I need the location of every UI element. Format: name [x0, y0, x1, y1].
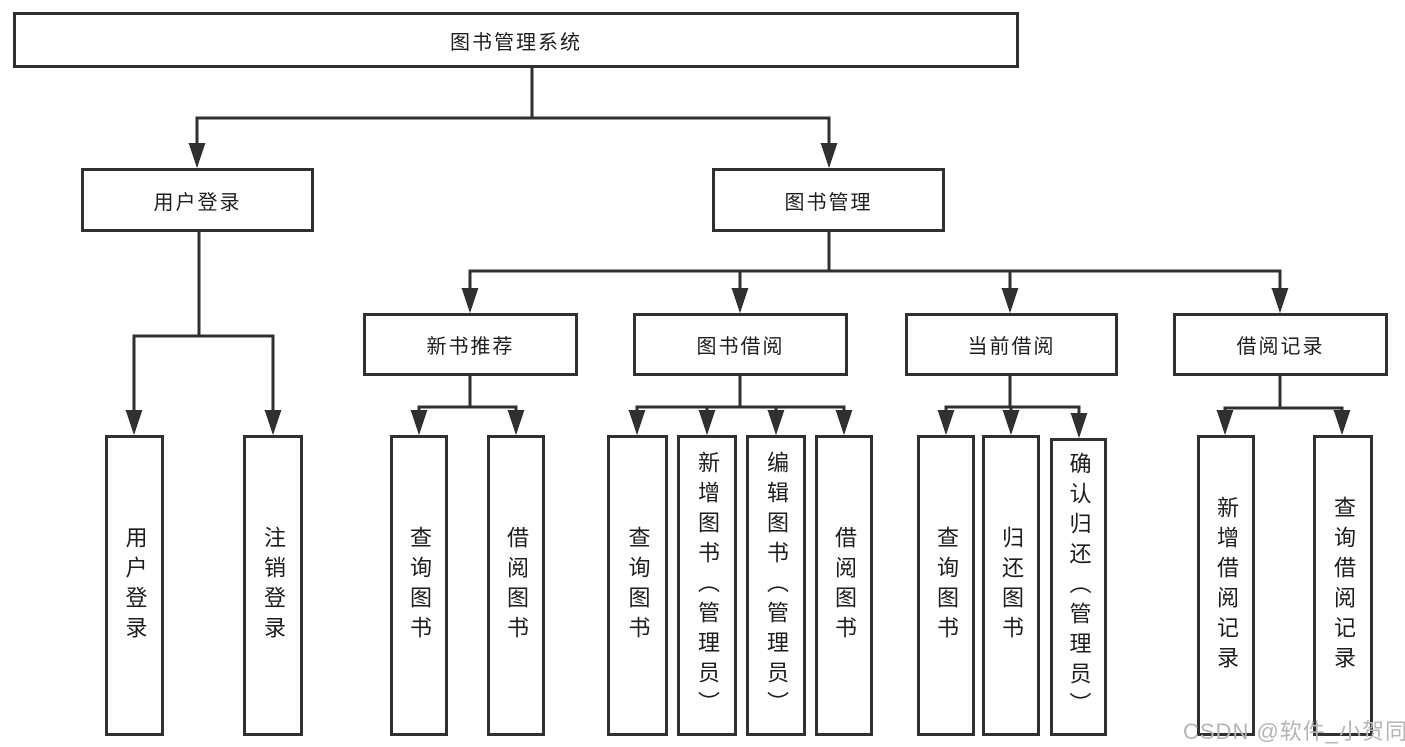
leaf-borrow-books-recommend-label: 借阅图书	[504, 525, 529, 646]
leaf-query-books-borrowing-label: 查询图书	[625, 525, 651, 646]
leaf-add-borrow-record: 新增借阅记录	[1197, 435, 1255, 736]
leaf-query-books-recommend-label: 查询图书	[407, 525, 432, 646]
leaf-confirm-return-admin-label: 确认归还（管理员）	[1066, 452, 1092, 722]
node-book-management: 图书管理	[712, 168, 945, 232]
connector-root-to-level2	[188, 68, 838, 168]
connector-user-login-to-leaves	[125, 232, 282, 435]
leaf-edit-books-admin-label: 编辑图书（管理员）	[764, 450, 789, 721]
node-new-book-recommendation: 新书推荐	[363, 313, 578, 376]
node-library-management-system-label: 图书管理系统	[450, 31, 582, 54]
leaf-user-login-label: 用户登录	[122, 525, 148, 646]
node-book-management-label: 图书管理	[784, 191, 873, 214]
node-library-management-system: 图书管理系统	[13, 12, 1019, 68]
connector-book-borrowing-to-leaves	[628, 376, 853, 435]
leaf-logout-label: 注销登录	[261, 525, 286, 646]
connector-new-book-recommendation-to-leaves	[410, 376, 525, 435]
leaf-add-books-admin-label: 新增图书（管理员）	[695, 450, 720, 721]
node-current-borrowing: 当前借阅	[905, 313, 1118, 376]
node-user-login: 用户登录	[81, 168, 314, 232]
connector-current-borrowing-to-leaves	[937, 376, 1088, 438]
leaf-query-books-recommend: 查询图书	[390, 435, 448, 736]
leaf-query-books-current: 查询图书	[917, 435, 975, 736]
node-current-borrowing-label: 当前借阅	[967, 336, 1056, 358]
leaf-borrow-books-borrowing-label: 借阅图书	[832, 525, 857, 646]
watermark-csdn: CSDN @软件_小贺同学	[1183, 719, 1405, 744]
leaf-return-books-label: 归还图书	[999, 525, 1024, 646]
leaf-query-books-borrowing: 查询图书	[607, 435, 668, 736]
leaf-borrow-books-borrowing: 借阅图书	[815, 435, 873, 736]
leaf-borrow-books-recommend: 借阅图书	[487, 435, 545, 736]
leaf-query-borrow-record: 查询借阅记录	[1313, 435, 1373, 736]
leaf-edit-books-admin: 编辑图书（管理员）	[746, 435, 806, 736]
leaf-query-books-current-label: 查询图书	[934, 525, 959, 646]
node-book-borrowing: 图书借阅	[633, 313, 848, 376]
leaf-add-borrow-record-label: 新增借阅记录	[1214, 495, 1239, 676]
leaf-return-books: 归还图书	[982, 435, 1040, 736]
node-borrowing-records-label: 借阅记录	[1236, 336, 1325, 358]
node-borrowing-records: 借阅记录	[1173, 313, 1388, 376]
connector-borrowing-records-to-leaves	[1216, 376, 1351, 435]
node-new-book-recommendation-label: 新书推荐	[426, 336, 515, 358]
node-book-borrowing-label: 图书借阅	[696, 336, 785, 358]
connector-book-management-to-level3	[461, 232, 1289, 313]
leaf-query-borrow-record-label: 查询借阅记录	[1331, 495, 1356, 676]
node-user-login-label: 用户登录	[153, 191, 242, 214]
leaf-add-books-admin: 新增图书（管理员）	[677, 435, 737, 736]
leaf-user-login: 用户登录	[105, 435, 164, 736]
leaf-logout: 注销登录	[243, 435, 303, 736]
leaf-confirm-return-admin: 确认归还（管理员）	[1050, 438, 1107, 736]
